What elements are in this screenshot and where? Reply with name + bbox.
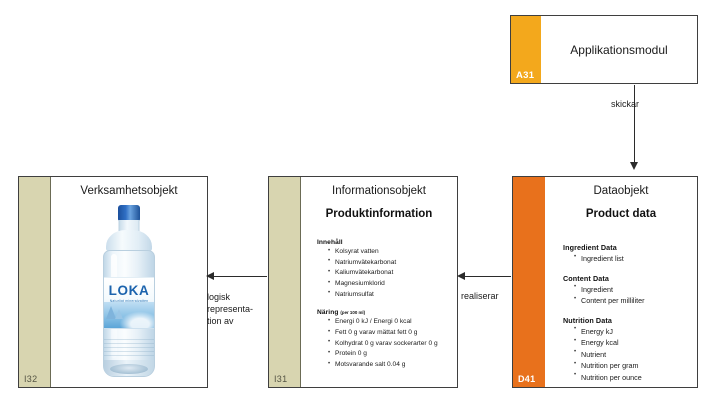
list-item: Fett 0 g varav mättat fett 0 g: [328, 328, 447, 339]
list-item: Natriumvätekarbonat: [328, 257, 447, 269]
bottle-shoulder: [106, 230, 152, 252]
business-object-color-tag: I32: [19, 177, 51, 387]
list-item: Natriumsulfat: [328, 289, 447, 301]
information-object-body: Informationsobjekt Produktinformation In…: [301, 177, 457, 387]
information-object-color-tag: I31: [269, 177, 301, 387]
bottle-label-landscape: [104, 302, 154, 328]
logisk-representation-arrow-head-icon: [206, 272, 214, 280]
bottle-brand-text: LOKA: [108, 283, 150, 298]
group-heading-note: (per 100 ml): [340, 310, 366, 316]
skickar-arrow-line: [634, 85, 635, 163]
business-object-tag-label: I32: [24, 374, 38, 384]
business-object-box[interactable]: I32 Verksamhetsobjekt LOKA Naturligt min…: [18, 176, 208, 388]
data-object-tag-label: D41: [518, 374, 536, 384]
list-item: Kolsyrat vatten: [328, 247, 447, 258]
list-item: Nutrition per ounce: [574, 371, 687, 384]
application-module-box[interactable]: A31 Applikationsmodul: [510, 15, 698, 84]
group-heading: Content Data: [563, 273, 609, 283]
bottle-cap-icon: [118, 205, 140, 221]
list-item: Energy kJ: [574, 325, 687, 338]
information-object-box[interactable]: I31 Informationsobjekt Produktinformatio…: [268, 176, 458, 388]
group-spacer: [563, 265, 687, 274]
list-item: Content per milliliter: [574, 295, 687, 307]
skickar-arrow-label: skickar: [611, 99, 640, 109]
data-object-subtitle: Product data: [585, 208, 657, 220]
group-heading-text: Innehåll: [317, 239, 343, 246]
data-object-title: Dataobjekt: [593, 185, 649, 197]
skickar-arrow-head-icon: [630, 162, 638, 170]
list-item: Ingredient list: [574, 253, 687, 265]
data-object-body: Dataobjekt Product data Ingredient Data …: [545, 177, 697, 387]
realiserar-arrow-label: realiserar: [461, 291, 499, 301]
group-heading: Nutrition Data: [563, 315, 612, 325]
list-item: Energy kcal: [574, 337, 687, 349]
business-object-title: Verksamhetsobjekt: [80, 185, 178, 197]
group-list: Kolsyrat vatten Natriumvätekarbonat Kali…: [317, 247, 447, 300]
logisk-representation-arrow-label: logisk representa- tion av: [207, 292, 254, 327]
list-item: Kaliumvätekarbonat: [328, 268, 447, 279]
application-module-tag-label: A31: [516, 69, 535, 81]
list-item: Kolhydrat 0 g varav sockerarter 0 g: [328, 338, 447, 350]
group-heading-text: Näring: [317, 309, 339, 317]
information-object-title: Informationsobjekt: [332, 185, 426, 197]
list-item: Energi 0 kJ / Energi 0 kcal: [328, 317, 447, 328]
data-object-box[interactable]: D41 Dataobjekt Product data Ingredient D…: [512, 176, 698, 388]
group-spacer: [563, 307, 687, 316]
data-object-color-tag: D41: [513, 177, 545, 387]
group-list: Energy kJ Energy kcal Nutrient Nutrition…: [563, 325, 687, 384]
business-object-body: Verksamhetsobjekt LOKA Naturligt mineral…: [51, 177, 207, 387]
group-heading: Näring (per 100 ml): [317, 309, 447, 316]
bottle-grip-ridges: [104, 339, 154, 357]
group-list: Ingredient list: [563, 253, 687, 265]
list-item: Protein 0 g: [328, 349, 447, 360]
application-module-color-tag: A31: [511, 16, 541, 83]
list-item: Motsvarande salt 0.04 g: [328, 360, 447, 371]
list-item: Magnesiumklorid: [328, 279, 447, 290]
data-object-content: Ingredient Data Ingredient list Content …: [563, 243, 687, 383]
list-item: Nutrient: [574, 348, 687, 361]
information-object-tag-label: I31: [274, 374, 288, 384]
list-item: Ingredient: [574, 283, 687, 296]
bottle-base: [104, 360, 154, 376]
application-module-body: Applikationsmodul: [541, 16, 697, 83]
group-spacer: [317, 300, 447, 309]
bottle-neck: [118, 220, 140, 231]
realiserar-arrow-head-icon: [457, 272, 465, 280]
list-item: Nutrition per gram: [574, 360, 687, 372]
information-object-subtitle: Produktinformation: [325, 208, 433, 220]
group-heading: Ingredient Data: [563, 243, 617, 252]
bottle-label: LOKA Naturligt mineralvatten: [104, 277, 154, 329]
logisk-representation-arrow-line: [209, 276, 267, 277]
group-heading: Innehåll: [317, 239, 447, 246]
information-object-content: Innehåll Kolsyrat vatten Natriumvätekarb…: [317, 239, 447, 371]
group-list: Ingredient Content per milliliter: [563, 283, 687, 307]
bottle-body: LOKA Naturligt mineralvatten: [103, 250, 155, 377]
loka-water-bottle-image: LOKA Naturligt mineralvatten: [96, 205, 162, 377]
bottle-brand-subtext: Naturligt mineralvatten: [109, 299, 149, 303]
group-list: Energi 0 kJ / Energi 0 kcal Fett 0 g var…: [317, 317, 447, 370]
application-module-title: Applikationsmodul: [570, 42, 668, 57]
realiserar-arrow-line: [459, 276, 511, 277]
